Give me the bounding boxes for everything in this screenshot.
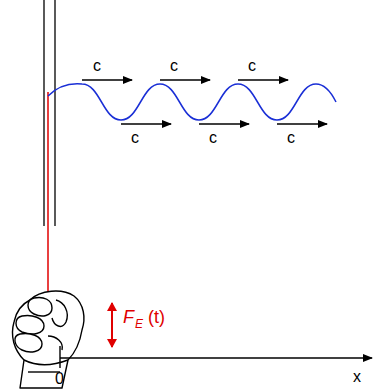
velocity-arrow bbox=[121, 123, 171, 125]
velocity-arrow bbox=[199, 123, 249, 125]
velocity-arrow bbox=[82, 79, 132, 81]
speed-label: c bbox=[170, 58, 178, 74]
axis-tick bbox=[59, 346, 60, 368]
rod-line bbox=[54, 0, 55, 226]
speed-label: c bbox=[209, 130, 217, 146]
force-subscript: E bbox=[135, 318, 143, 330]
axis-label: x bbox=[353, 369, 361, 385]
speed-label: c bbox=[248, 58, 256, 74]
rod-line bbox=[43, 0, 44, 226]
speed-label: c bbox=[93, 58, 101, 74]
velocity-arrow bbox=[238, 79, 288, 81]
speed-label: c bbox=[287, 130, 295, 146]
velocity-arrow bbox=[277, 123, 327, 125]
wave-curve bbox=[48, 84, 336, 120]
velocity-arrow bbox=[160, 79, 210, 81]
force-arrow bbox=[111, 303, 113, 347]
x-axis bbox=[60, 357, 372, 358]
speed-label: c bbox=[131, 130, 139, 146]
driving-string bbox=[47, 92, 49, 292]
hand-drawing bbox=[12, 291, 83, 388]
force-symbol: F bbox=[123, 308, 134, 326]
origin-label: 0 bbox=[55, 371, 64, 387]
force-argument: (t) bbox=[148, 308, 165, 326]
